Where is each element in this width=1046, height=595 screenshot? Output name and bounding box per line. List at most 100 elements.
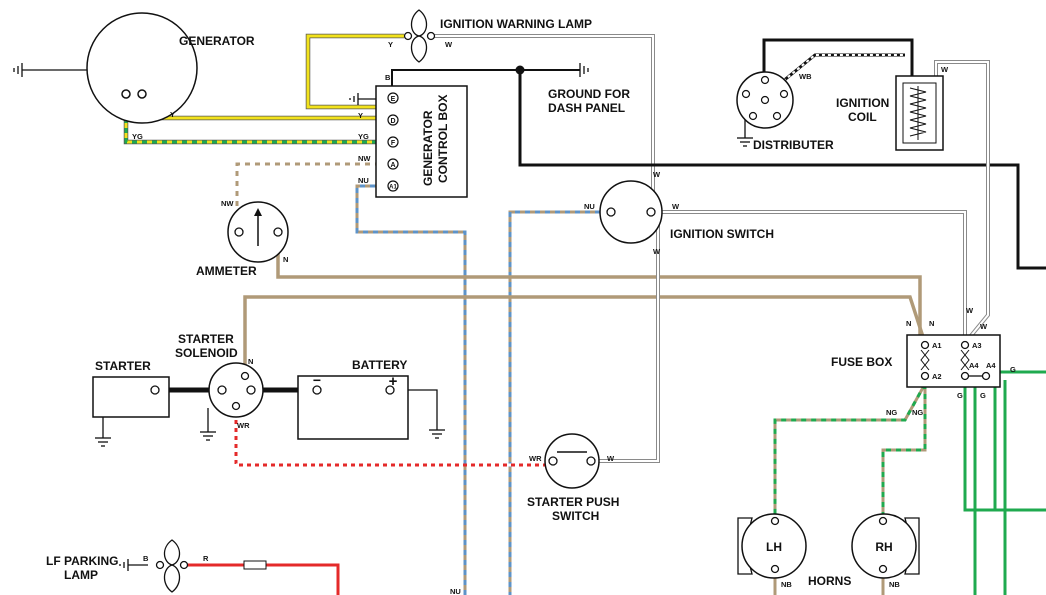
wire-code: N (248, 357, 253, 366)
starter-solenoid: STARTER SOLENOID (175, 332, 264, 418)
wire-code: Y (388, 40, 393, 49)
ground-icon (119, 559, 148, 571)
horn-lh-label: LH (766, 540, 782, 554)
starter-push-switch-label: SWITCH (552, 509, 599, 523)
wire-code: R (203, 554, 209, 563)
battery-plus: + (389, 373, 398, 390)
starter: STARTER (92, 359, 170, 418)
wire-code: G (980, 391, 986, 400)
svg-text:A: A (390, 162, 395, 169)
ground-icon (13, 63, 88, 77)
ignition-coil: IGNITION COIL (836, 75, 944, 151)
generator-terminal (137, 89, 147, 99)
wire-nu-cb (355, 184, 467, 595)
wire-w-push (592, 212, 660, 463)
control-box-terminal-a1: A1 (387, 180, 399, 192)
control-box-terminal-e: E (387, 92, 399, 104)
svg-text:E: E (391, 96, 396, 103)
ground-icon (579, 63, 589, 77)
control-box-terminal-f: F (387, 136, 399, 148)
wire-code: NU (358, 176, 369, 185)
fuse-terminal-a2: A2 (932, 372, 942, 381)
wire-g (963, 370, 1046, 595)
horn-rh-label: RH (875, 540, 892, 554)
wire-code: W (980, 322, 988, 331)
wire-nw (235, 162, 385, 214)
ignition-warning-lamp: IGNITION WARNING LAMP (403, 9, 592, 63)
wire-code: WR (237, 421, 250, 430)
horn-lh: LH (737, 513, 807, 579)
wire-code: NU (584, 202, 595, 211)
wire-code: G (957, 391, 963, 400)
wire-code: Y (358, 111, 363, 120)
ignition-warning-lamp-label: IGNITION WARNING LAMP (440, 17, 592, 31)
starter-label: STARTER (95, 359, 151, 373)
ground-dash-label: GROUND FOR (548, 87, 630, 101)
generator: GENERATOR (86, 12, 255, 124)
svg-text:A1: A1 (389, 185, 397, 191)
battery-minus: − (313, 372, 321, 388)
generator-terminal (121, 89, 131, 99)
wire-code: W (445, 40, 453, 49)
wire-code: N (906, 319, 911, 328)
wire-code: NW (221, 199, 234, 208)
control-box-label: CONTROL BOX (436, 95, 450, 183)
wire-code: B (385, 73, 391, 82)
fuse-box-label: FUSE BOX (831, 355, 892, 369)
ground-icon (402, 389, 445, 439)
wire-code: W (966, 306, 974, 315)
wire-w-fuse-1 (653, 210, 967, 343)
wire-n-ammeter (276, 232, 922, 343)
control-box-terminal-a: A (387, 158, 399, 170)
wire-n-solenoid (243, 295, 927, 372)
wire-code: WB (799, 72, 812, 81)
ground-symbols (13, 63, 753, 571)
wire-nu-ign (508, 210, 610, 595)
fuse-terminal-a4: A4 (969, 361, 979, 370)
battery-label: BATTERY (352, 358, 407, 372)
ground-dash-label: DASH PANEL (548, 101, 625, 115)
ground-icon (200, 408, 216, 441)
wire-code: NG (886, 408, 897, 417)
starter-push-switch: STARTER PUSH SWITCH (527, 433, 619, 523)
starter-push-switch-label: STARTER PUSH (527, 495, 619, 509)
wire-code: Y (170, 110, 175, 119)
ignition-coil-label: IGNITION (836, 96, 889, 110)
ammeter: AMMETER (196, 201, 289, 278)
wire-code: NB (781, 580, 792, 589)
horns-label: HORNS (808, 574, 851, 588)
wire-code: W (607, 454, 615, 463)
wires (123, 33, 1046, 595)
starter-solenoid-label: STARTER (178, 332, 234, 346)
distributor: DISTRIBUTER (736, 71, 834, 152)
wire-ng (773, 383, 927, 520)
fuse-box: A1 A2 A3 A4 A4 FUSE BOX (831, 334, 1001, 388)
wire-code: NG (912, 408, 923, 417)
wire-code: N (283, 255, 288, 264)
svg-text:D: D (390, 118, 395, 125)
wire-code: YG (358, 132, 369, 141)
ignition-coil-label: COIL (848, 110, 877, 124)
generator-control-box: E D F A A1 GENERATOR CONTROL BOX (375, 85, 468, 198)
wire-code: N (929, 319, 934, 328)
wire-code: W (653, 247, 661, 256)
distributor-label: DISTRIBUTER (753, 138, 834, 152)
lf-parking-lamp-label: LAMP (64, 568, 98, 582)
wire-w-coil (934, 60, 990, 345)
wire-code: G (1010, 365, 1016, 374)
lf-parking-lamp: LF PARKING LAMP (46, 539, 189, 593)
wire-code: B (143, 554, 149, 563)
battery: − + BATTERY (297, 358, 409, 440)
fuse-terminal-a4: A4 (986, 361, 996, 370)
wire-lamp-w (434, 34, 655, 212)
svg-text:F: F (391, 140, 396, 147)
fuse-terminal-a3: A3 (972, 341, 982, 350)
wire-r (185, 560, 340, 595)
generator-label: GENERATOR (179, 34, 255, 48)
wire-code: WR (529, 454, 542, 463)
ignition-switch-label: IGNITION SWITCH (670, 227, 774, 241)
control-box-label: GENERATOR (421, 110, 435, 186)
lf-parking-lamp-label: LF PARKING (46, 554, 118, 568)
wire-wr (234, 408, 552, 467)
